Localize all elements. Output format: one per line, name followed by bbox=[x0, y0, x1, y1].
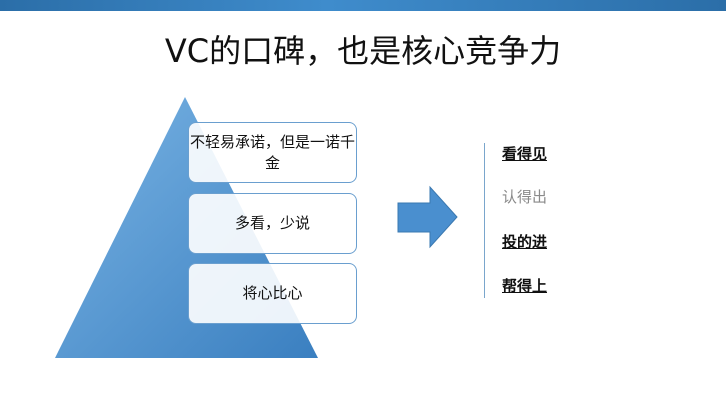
slide-title: VC的口碑，也是核心竞争力 bbox=[164, 32, 562, 70]
pyramid-level-bottom: 将心比心 bbox=[188, 263, 357, 324]
right-arrow-icon bbox=[397, 185, 458, 249]
pyramid-level-top: 不轻易承诺，但是一诺千金 bbox=[188, 122, 357, 183]
divider-line bbox=[484, 143, 485, 298]
list-item: 帮得上 bbox=[502, 277, 548, 295]
list-item: 认得出 bbox=[502, 188, 548, 206]
list-item: 投的进 bbox=[502, 233, 548, 251]
list-item: 看得见 bbox=[502, 145, 548, 163]
pyramid-level-middle: 多看，少说 bbox=[188, 193, 357, 254]
header-bar bbox=[0, 0, 726, 11]
